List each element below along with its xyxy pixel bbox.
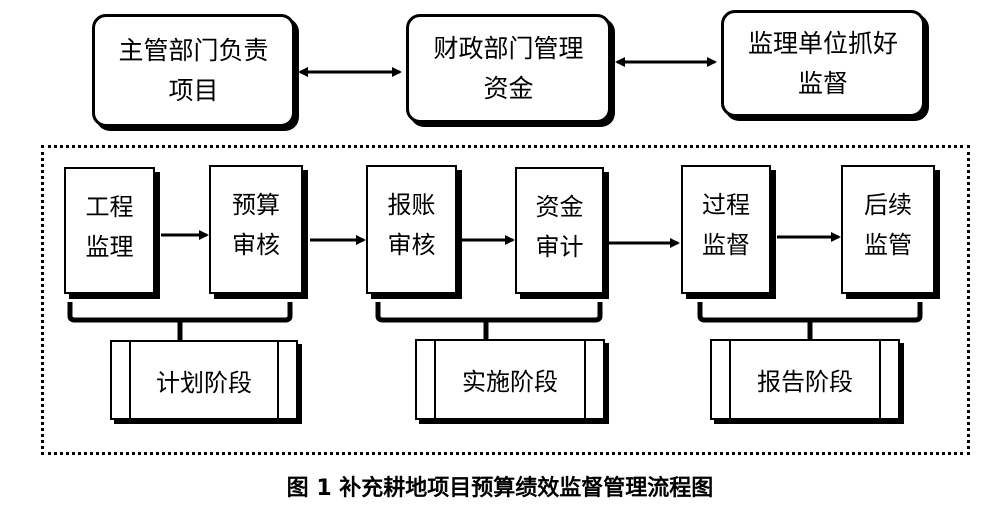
supervisor-line-2: 监督 (797, 68, 848, 98)
phase-implementation: 实施阶段 (415, 339, 605, 420)
step-s2-line-2: 审核 (232, 231, 280, 259)
finance-line-1: 财政部门管理 (433, 33, 584, 63)
figure-caption: 图 1 补充耕地项目预算绩效监督管理流程图 (286, 476, 714, 501)
supervisor-box: 监理单位抓好 监督 (721, 10, 925, 117)
dept-line-1: 主管部门负责 (118, 35, 269, 65)
step-s6-line-1: 后续 (864, 191, 912, 219)
phase-implementation-label: 实施阶段 (462, 368, 558, 396)
dept-line-2: 项目 (168, 75, 219, 105)
step-s1-line-1: 工程 (85, 193, 134, 221)
step-s4-line-1: 资金 (535, 193, 584, 221)
step-s6-line-2: 监管 (864, 231, 912, 259)
dept-box: 主管部门负责 项目 (92, 14, 295, 127)
brace-implement (375, 302, 603, 340)
process-container (41, 145, 970, 455)
step-s3-line-1: 报账 (387, 191, 436, 219)
brace-report (697, 302, 923, 340)
step-process-supervision: 过程 监督 (681, 165, 771, 294)
step-s4-line-2: 审计 (535, 233, 584, 261)
phase-planning-label: 计划阶段 (156, 368, 252, 397)
step-s5-line-1: 过程 (702, 191, 750, 219)
step-fund-audit: 资金 审计 (515, 167, 604, 294)
step-follow-up-regulation: 后续 监管 (841, 165, 935, 294)
step-engineering-supervision: 工程 监理 (64, 167, 155, 294)
step-budget-review: 预算 审核 (209, 165, 303, 294)
phase-reporting: 报告阶段 (710, 339, 900, 420)
step-s2-line-1: 预算 (232, 191, 280, 219)
finance-box: 财政部门管理 资金 (406, 14, 611, 123)
step-s5-line-2: 监督 (702, 231, 750, 259)
phase-reporting-label: 报告阶段 (757, 368, 853, 396)
phase-planning: 计划阶段 (110, 340, 298, 420)
finance-line-2: 资金 (483, 73, 534, 103)
step-s3-line-2: 审核 (387, 231, 436, 259)
step-reimbursement-review: 报账 审核 (366, 165, 457, 294)
brace-plan (67, 302, 293, 340)
step-s1-line-2: 监理 (85, 233, 134, 261)
supervisor-line-1: 监理单位抓好 (747, 28, 898, 58)
